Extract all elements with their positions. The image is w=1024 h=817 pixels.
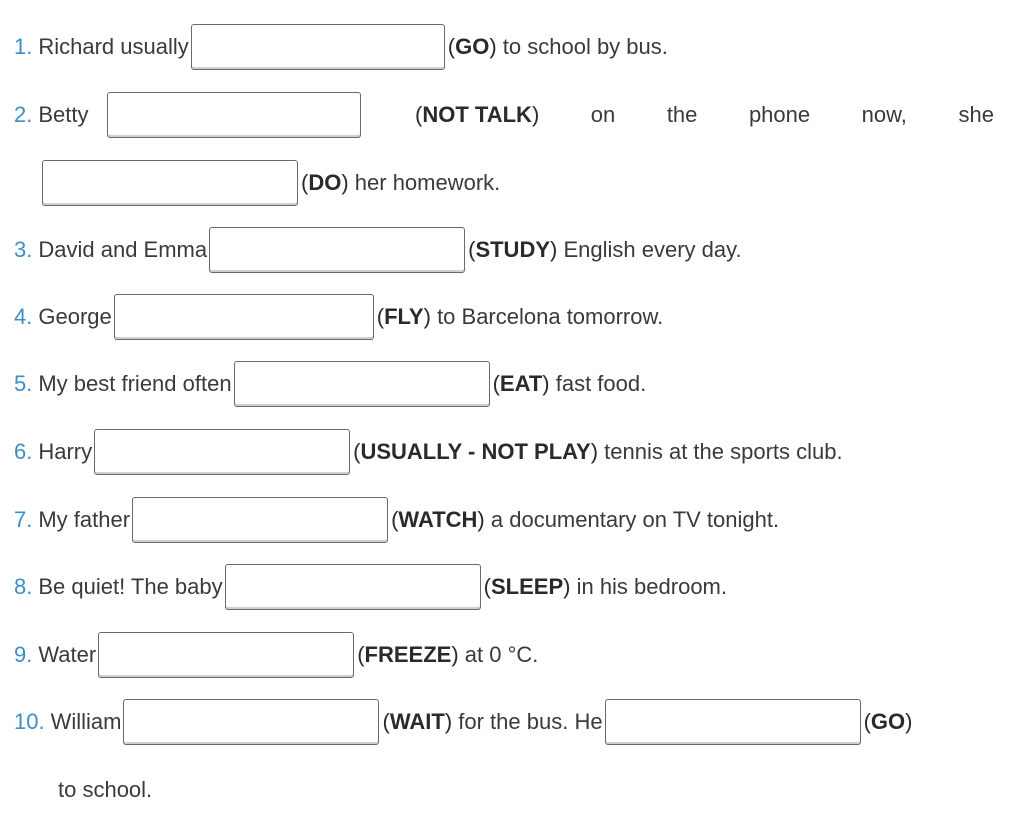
exercise-item-5: 5. My best friend often (EAT) fast food.: [14, 357, 646, 411]
sentence-word: now,: [861, 102, 907, 127]
verb-hint: NOT TALK: [422, 102, 532, 127]
sentence-word: the: [666, 102, 698, 127]
sentence-end: at 0 °C.: [464, 642, 539, 667]
sentence-start: Harry: [38, 439, 93, 464]
sentence-start: Water: [38, 642, 97, 667]
sentence-start: Richard usually: [38, 34, 189, 59]
answer-box[interactable]: [209, 227, 466, 273]
answer-box[interactable]: [98, 632, 355, 678]
item-number: 9.: [14, 642, 33, 667]
exercise-item-10-continued: to school.: [58, 763, 152, 817]
sentence-start: My best friend often: [38, 371, 232, 396]
verb-hint-2: GO: [870, 709, 906, 734]
sentence-end: to school.: [58, 777, 153, 802]
answer-box[interactable]: [190, 24, 445, 70]
answer-box[interactable]: [94, 429, 351, 475]
answer-box-2[interactable]: [604, 699, 861, 745]
item-number: 1.: [14, 34, 33, 59]
sentence-end: in his bedroom.: [576, 574, 727, 599]
sentence-start: Betty: [38, 102, 89, 127]
exercise-item-3: 3. David and Emma (STUDY) English every …: [14, 223, 742, 277]
verb-hint: EAT: [499, 371, 543, 396]
answer-box[interactable]: [113, 294, 374, 340]
item-number: 3.: [14, 237, 33, 262]
item-number: 4.: [14, 304, 33, 329]
sentence-start: My father: [38, 507, 131, 532]
sentence-end: fast food.: [555, 371, 647, 396]
answer-box[interactable]: [224, 564, 481, 610]
sentence-word: on: [590, 102, 616, 127]
verb-hint: FLY: [384, 304, 424, 329]
item-number: 2.: [14, 102, 33, 127]
exercise-item-2: 2. Betty (NOT TALK) on the phone now, sh…: [14, 88, 994, 142]
answer-box[interactable]: [42, 160, 298, 206]
exercise-item-1: 1. Richard usually (GO) to school by bus…: [14, 20, 668, 74]
verb-hint: WATCH: [398, 507, 478, 532]
verb-hint: SLEEP: [490, 574, 564, 599]
verb-hint: FREEZE: [364, 642, 452, 667]
sentence-end: English every day.: [563, 237, 742, 262]
item-number: 8.: [14, 574, 33, 599]
exercise-item-8: 8. Be quiet! The baby (SLEEP) in his bed…: [14, 560, 727, 614]
exercise-item-10: 10. William (WAIT) for the bus. He (GO): [14, 695, 912, 749]
verb-hint: USUALLY - NOT PLAY: [360, 439, 591, 464]
verb-hint: GO: [455, 34, 490, 59]
sentence-end: tennis at the sports club.: [604, 439, 843, 464]
sentence-end: a documentary on TV tonight.: [490, 507, 780, 532]
answer-box[interactable]: [132, 497, 389, 543]
sentence-word: she: [958, 102, 994, 127]
exercise-item-7: 7. My father (WATCH) a documentary on TV…: [14, 493, 779, 547]
sentence-start: William: [50, 709, 122, 734]
verb-hint: STUDY: [475, 237, 550, 262]
sentence-end: to school by bus.: [502, 34, 668, 59]
sentence-middle: for the bus. He: [458, 709, 603, 734]
sentence-start: David and Emma: [38, 237, 208, 262]
exercise-item-4: 4. George (FLY) to Barcelona tomorrow.: [14, 290, 663, 344]
exercise-item-9: 9. Water (FREEZE) at 0 °C.: [14, 628, 538, 682]
exercise-item-2-continued: (DO) her homework.: [40, 156, 500, 210]
sentence-end: to Barcelona tomorrow.: [437, 304, 664, 329]
answer-box[interactable]: [106, 92, 361, 138]
item-number: 5.: [14, 371, 33, 396]
answer-box[interactable]: [123, 699, 380, 745]
exercise-item-6: 6. Harry (USUALLY - NOT PLAY) tennis at …: [14, 425, 843, 479]
sentence-word: phone: [748, 102, 811, 127]
sentence-end: her homework.: [354, 170, 501, 195]
verb-hint: DO: [308, 170, 342, 195]
item-number: 10.: [14, 709, 45, 734]
item-number: 6.: [14, 439, 33, 464]
sentence-start: Be quiet! The baby: [38, 574, 223, 599]
sentence-start: George: [38, 304, 112, 329]
verb-hint: WAIT: [389, 709, 445, 734]
item-number: 7.: [14, 507, 33, 532]
answer-box[interactable]: [233, 361, 490, 407]
